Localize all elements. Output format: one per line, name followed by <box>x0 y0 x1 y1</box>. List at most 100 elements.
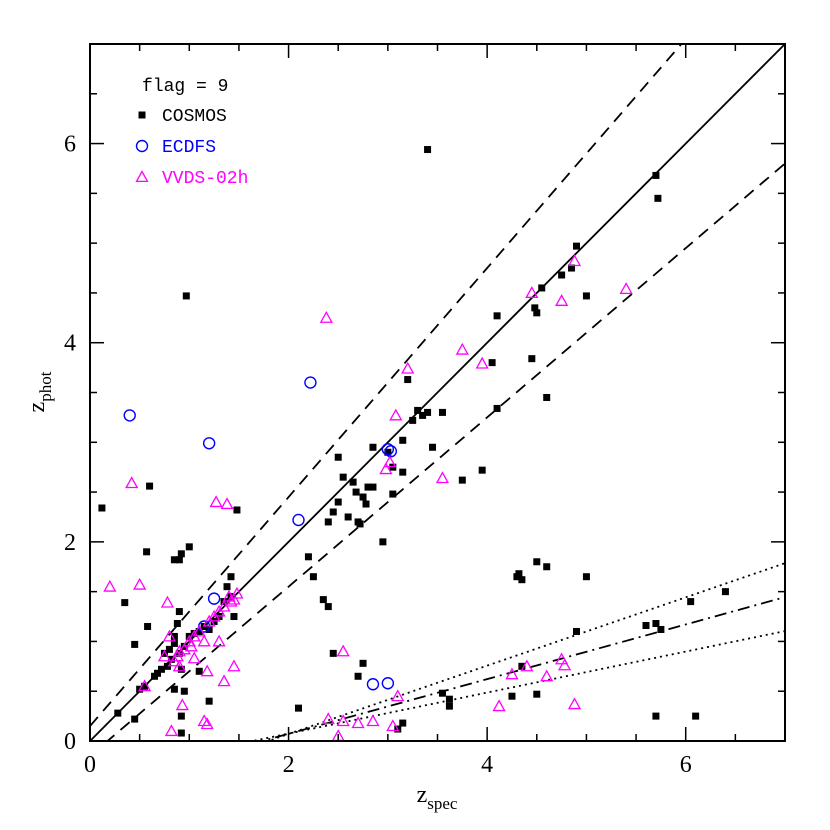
data-point <box>175 698 189 711</box>
data-point <box>424 146 432 154</box>
data-point <box>458 476 466 484</box>
data-point <box>543 563 551 571</box>
data-point <box>175 556 183 564</box>
data-point <box>175 608 183 616</box>
data-point <box>531 304 539 312</box>
data-point <box>212 634 226 647</box>
data-point <box>652 171 660 179</box>
data-point <box>329 649 337 657</box>
data-point <box>324 603 332 611</box>
data-point <box>131 715 139 723</box>
data-point <box>520 659 534 672</box>
data-point <box>642 621 650 629</box>
data-point <box>409 416 417 424</box>
data-point <box>172 659 186 672</box>
legend-marker <box>135 170 149 183</box>
ref-line-dashed <box>106 162 785 741</box>
data-point <box>222 589 236 602</box>
data-point <box>493 404 501 412</box>
data-point <box>389 408 403 421</box>
data-point <box>170 639 178 647</box>
data-point <box>558 271 566 279</box>
data-point <box>364 483 372 491</box>
data-point <box>304 553 312 561</box>
data-point <box>227 659 241 672</box>
data-point <box>573 627 580 635</box>
data-point <box>195 667 203 675</box>
data-point <box>329 508 337 516</box>
data-point <box>692 712 700 720</box>
data-point <box>389 490 397 498</box>
data-point <box>399 719 407 727</box>
data-point <box>379 462 393 475</box>
y-tick-label: 6 <box>64 132 76 158</box>
data-point <box>424 408 432 416</box>
data-point <box>197 714 211 727</box>
data-point <box>573 242 580 250</box>
data-point <box>351 716 365 729</box>
data-point <box>184 639 198 652</box>
data-point <box>508 692 516 700</box>
data-point <box>381 443 395 456</box>
legend-entry: ECDFS <box>162 138 216 158</box>
data-point <box>518 662 526 670</box>
data-point <box>173 620 181 628</box>
data-point <box>366 678 380 691</box>
data-point <box>125 476 139 489</box>
data-point <box>445 702 453 710</box>
data-point <box>344 513 352 521</box>
data-point <box>292 513 305 527</box>
x-tick-label: 2 <box>283 752 295 778</box>
data-point <box>399 468 407 476</box>
data-point <box>384 448 392 456</box>
data-point <box>157 649 172 662</box>
data-point <box>202 437 216 450</box>
data-point <box>114 709 122 717</box>
data-point <box>384 445 398 458</box>
data-point <box>334 498 342 506</box>
data-point <box>324 518 332 526</box>
data-point <box>230 613 238 621</box>
data-point <box>557 658 572 671</box>
data-point <box>319 596 327 604</box>
data-point <box>555 294 569 306</box>
data-point <box>177 712 185 720</box>
data-point <box>567 697 582 710</box>
data-point <box>223 583 231 591</box>
x-tick-label: 0 <box>84 752 96 778</box>
data-point <box>98 504 106 512</box>
data-point <box>493 312 501 320</box>
y-tick-label: 2 <box>64 530 76 556</box>
data-point <box>227 592 241 605</box>
ref-line-dash-dot <box>258 596 785 741</box>
data-point <box>419 411 427 419</box>
data-point <box>528 355 536 363</box>
data-point <box>352 488 360 496</box>
data-point <box>131 640 139 648</box>
data-point <box>435 471 450 484</box>
data-point <box>568 264 576 272</box>
data-point <box>438 689 446 697</box>
data-point <box>185 543 193 551</box>
data-point <box>170 556 178 564</box>
data-point <box>170 632 178 640</box>
legend-marker <box>138 111 146 119</box>
data-point <box>209 495 223 508</box>
data-point <box>224 594 238 607</box>
data-point <box>180 687 188 695</box>
plot-frame <box>89 43 786 742</box>
data-points <box>98 146 729 741</box>
x-axis-label: zspec <box>417 782 458 813</box>
data-point <box>182 292 190 300</box>
series-cosmos <box>98 146 729 737</box>
data-point <box>167 655 175 663</box>
data-point <box>386 719 400 732</box>
data-point <box>356 520 364 528</box>
data-point <box>505 667 519 680</box>
data-point <box>200 717 214 730</box>
series-vvds-02h <box>103 254 633 741</box>
data-point <box>515 570 523 578</box>
data-point <box>445 695 453 703</box>
data-point <box>133 577 147 590</box>
